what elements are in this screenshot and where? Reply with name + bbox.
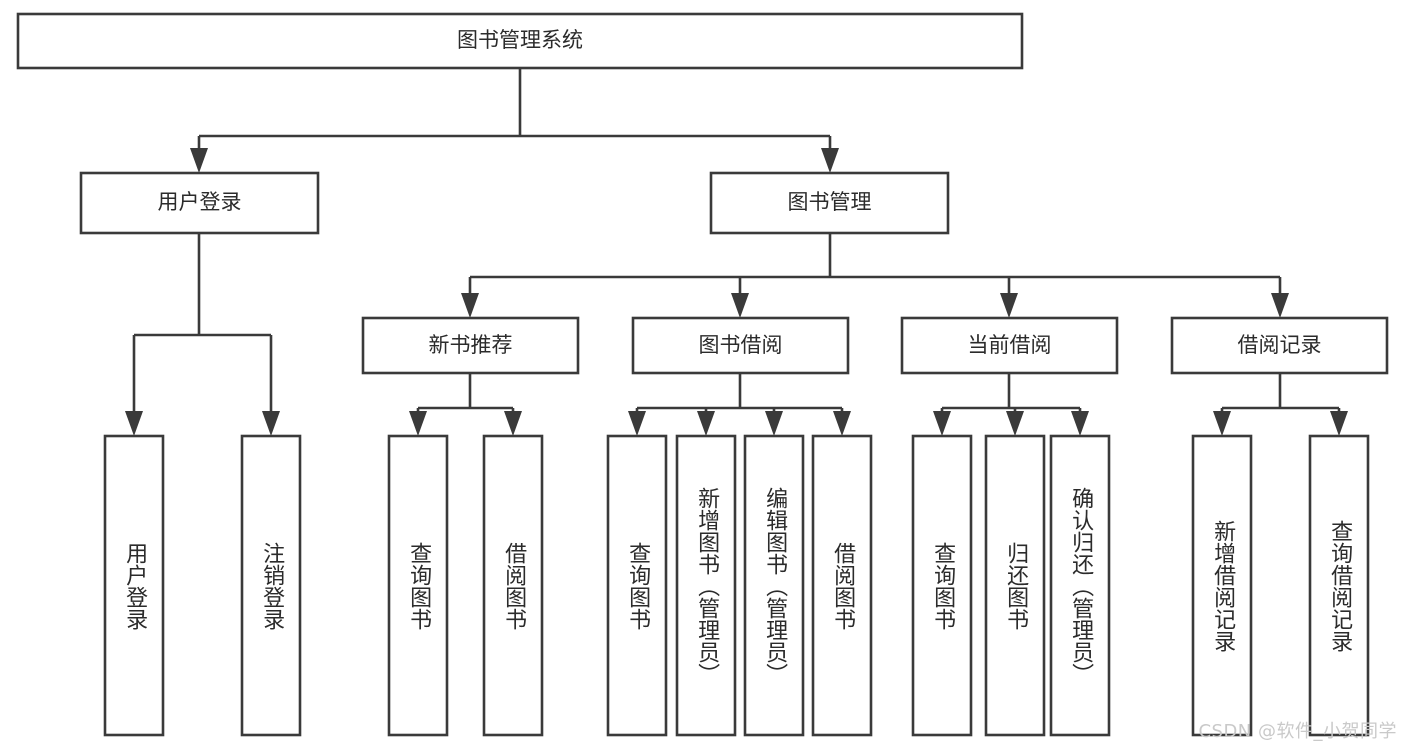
node-box-leaf-current-borrow-1[interactable]: [984, 434, 1046, 737]
arrow-leaf-user-login-1: [262, 411, 280, 436]
arrow-leaf-current-borrow-0: [933, 411, 951, 436]
arrow-leaf-borrow-records-1: [1330, 411, 1348, 436]
arrow-leaf-book-borrow-2: [765, 411, 783, 436]
node-box-leaf-book-borrow-2[interactable]: [743, 434, 805, 737]
arrow-new-book-recommend: [461, 293, 479, 318]
node-box-leaf-current-borrow-0[interactable]: [911, 434, 973, 737]
node-box-leaf-user-login-0[interactable]: [103, 434, 165, 737]
arrow-leaf-new-book-0: [409, 411, 427, 436]
arrow-book-borrow: [731, 293, 749, 318]
node-box-leaf-book-borrow-1[interactable]: [675, 434, 737, 737]
node-box-current-borrow[interactable]: [900, 316, 1119, 375]
node-box-leaf-book-borrow-0[interactable]: [606, 434, 668, 737]
node-box-book-management[interactable]: [709, 171, 950, 235]
arrow-leaf-current-borrow-1: [1006, 411, 1024, 436]
arrow-leaf-new-book-1: [504, 411, 522, 436]
node-box-leaf-new-book-1[interactable]: [482, 434, 544, 737]
arrow-current-borrow: [1000, 293, 1018, 318]
arrow-leaf-user-login-0: [125, 411, 143, 436]
arrow-borrow-records: [1271, 293, 1289, 318]
node-box-leaf-current-borrow-2[interactable]: [1049, 434, 1111, 737]
node-box-leaf-user-login-1[interactable]: [240, 434, 302, 737]
arrow-leaf-current-borrow-2: [1071, 411, 1089, 436]
node-box-root[interactable]: [16, 12, 1024, 70]
node-box-leaf-book-borrow-3[interactable]: [811, 434, 873, 737]
node-box-user-login[interactable]: [79, 171, 320, 235]
arrow-leaf-book-borrow-0: [628, 411, 646, 436]
arrow-leaf-book-borrow-3: [833, 411, 851, 436]
node-box-book-borrow[interactable]: [631, 316, 850, 375]
node-box-leaf-new-book-0[interactable]: [387, 434, 449, 737]
arrow-book-management: [821, 148, 839, 173]
arrow-leaf-borrow-records-0: [1213, 411, 1231, 436]
node-box-borrow-records[interactable]: [1170, 316, 1389, 375]
arrow-leaf-book-borrow-1: [697, 411, 715, 436]
node-box-leaf-borrow-records-1[interactable]: [1308, 434, 1370, 737]
node-box-leaf-borrow-records-0[interactable]: [1191, 434, 1253, 737]
node-box-new-book-recommend[interactable]: [361, 316, 580, 375]
arrow-user-login: [190, 148, 208, 173]
